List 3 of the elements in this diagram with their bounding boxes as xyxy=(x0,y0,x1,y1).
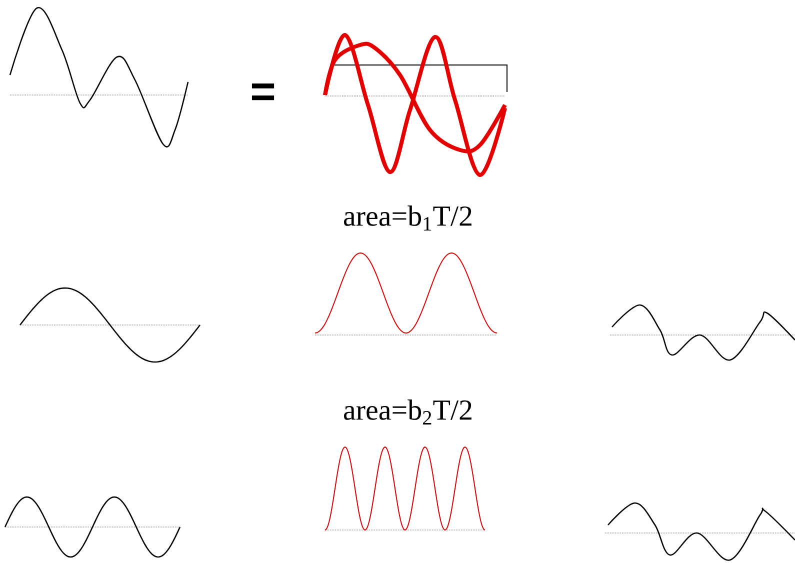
equals-sign: = xyxy=(252,84,274,100)
formula-label: area=b$_{2}$T/2 xyxy=(344,400,472,424)
formula-label: area=b$_{1}$T/2 xyxy=(344,206,472,230)
